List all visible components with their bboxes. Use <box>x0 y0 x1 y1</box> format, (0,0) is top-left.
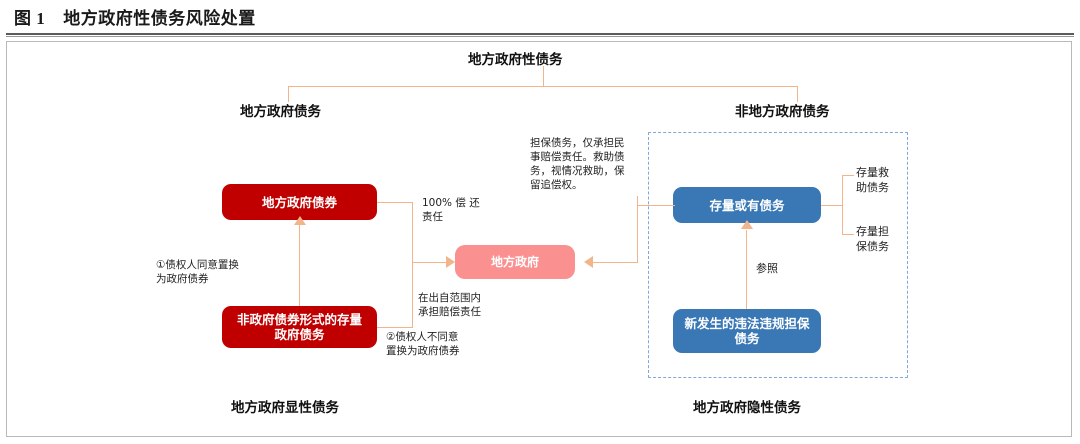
branch-right-label: 非地方政府债务 <box>735 104 830 120</box>
connector-contingent-left-stub <box>637 204 675 206</box>
connector-reference-v <box>746 230 748 309</box>
connector-right-branch <box>797 86 799 102</box>
connector-note-to-gov-v <box>637 196 639 262</box>
note-guarantee: 担保债务，仅承担民 事赔偿责任。救助债 务，视情况救助，保 留追偿权。 <box>530 137 625 191</box>
caption-rule <box>6 33 1074 35</box>
box-non-bond-stock-debt[interactable]: 非政府债券形式的存量政府债务 <box>222 306 377 348</box>
connector-note-to-gov-h <box>592 261 638 263</box>
figure-title: 地方政府性债务风险处置 <box>63 9 256 28</box>
footer-left-label: 地方政府显性债务 <box>231 400 339 416</box>
connector-bond-to-gov-h <box>377 202 413 204</box>
connector-stockdebt-to-gov-h <box>377 327 413 329</box>
note-repay-100: 100% 偿 还 责任 <box>422 197 480 223</box>
connector-gov-in-h <box>412 261 448 263</box>
note-creditor-agree: ①债权人同意置换 为政府债券 <box>156 259 239 285</box>
box-local-gov-bond[interactable]: 地方政府债券 <box>222 184 377 220</box>
caption-rule-secondary <box>6 36 1074 37</box>
root-label: 地方政府性债务 <box>468 52 563 68</box>
connector-stockdebt-to-gov-v <box>412 262 414 328</box>
label-stock-rescue-debt: 存量救 助债务 <box>856 166 889 194</box>
connector-root-stem <box>543 66 545 86</box>
connector-replacement-v <box>299 225 301 306</box>
box-stock-contingent-debt[interactable]: 存量或有债务 <box>673 187 821 223</box>
arrow-stockdebt-to-bond <box>294 216 306 225</box>
connector-root-split <box>288 86 798 88</box>
arrow-into-local-gov-right <box>584 256 593 268</box>
implicit-debt-region <box>648 132 908 378</box>
box-new-illegal-guarantee-debt[interactable]: 新发生的违法违规担保债务 <box>673 309 821 353</box>
figure-number: 图 1 <box>14 9 46 28</box>
connector-leaf-spine <box>842 175 844 235</box>
diagram-frame <box>6 41 1072 437</box>
box-local-government[interactable]: 地方政府 <box>455 245 575 279</box>
connector-contingent-right-stub <box>821 204 843 206</box>
footer-right-label: 地方政府隐性债务 <box>693 400 801 416</box>
connector-bond-to-gov-v <box>412 202 414 262</box>
note-creditor-disagree: ②债权人不同意 置换为政府债券 <box>386 331 460 357</box>
connector-left-branch <box>288 86 290 102</box>
arrow-into-local-gov-left <box>446 256 455 268</box>
connector-leaf-top <box>842 175 854 177</box>
branch-left-label: 地方政府债务 <box>240 104 321 120</box>
label-stock-guarantee-debt: 存量担 保债务 <box>856 225 889 253</box>
note-reference: 参照 <box>756 262 778 275</box>
note-within-contribution: 在出自范围内 承担赔偿责任 <box>418 292 481 318</box>
figure-caption: 图 1 地方政府性债务风险处置 <box>14 4 256 29</box>
arrow-reference-up <box>741 220 753 229</box>
connector-leaf-bottom <box>842 234 854 236</box>
